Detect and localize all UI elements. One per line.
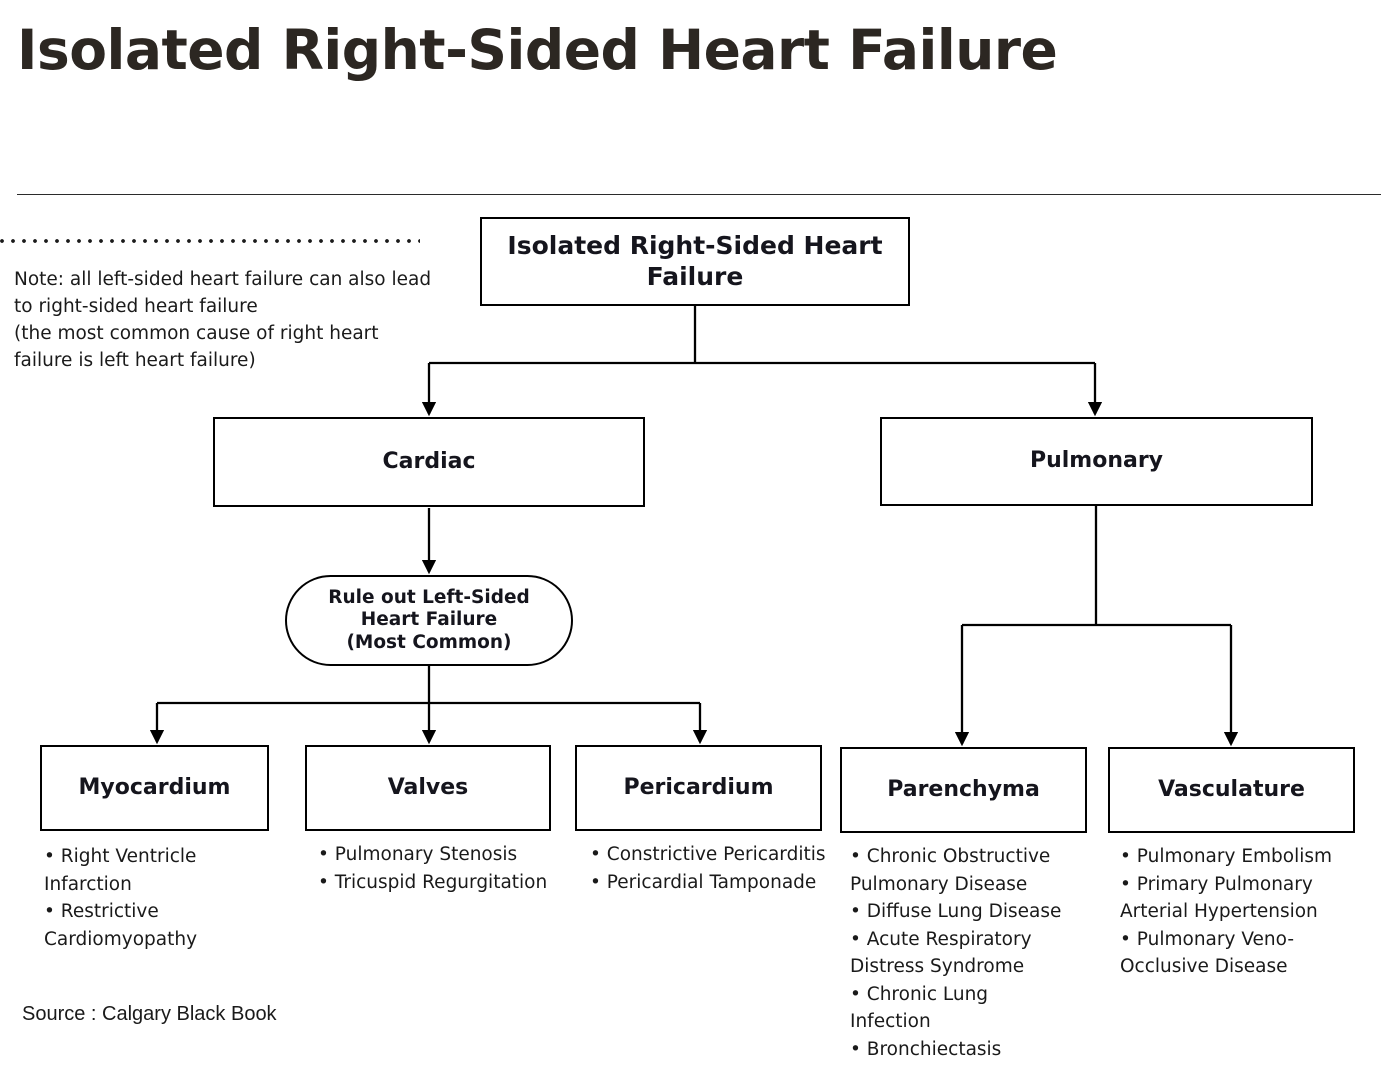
- node-label: Cardiac: [382, 448, 476, 474]
- bullet-line: • Right Ventricle: [44, 846, 197, 867]
- node-parenchyma[interactable]: Parenchyma: [840, 747, 1087, 833]
- node-valves[interactable]: Valves: [305, 745, 551, 831]
- bullet-list-pericardium: • Constrictive Pericarditis • Pericardia…: [590, 841, 840, 896]
- bullet-list-myocardium: • Right Ventricle Infarction • Restricti…: [44, 843, 294, 953]
- bullet-line: Distress Syndrome: [850, 956, 1025, 977]
- node-label-line: Heart Failure: [360, 609, 498, 631]
- bullet-line: • Restrictive: [44, 901, 159, 922]
- bullet-line: Occlusive Disease: [1120, 956, 1288, 977]
- note-line: (the most common cause of right heart: [14, 323, 379, 344]
- node-label: Valves: [387, 774, 469, 800]
- bullet-line: • Pulmonary Stenosis: [318, 844, 518, 865]
- node-label: Pericardium: [623, 774, 774, 800]
- node-label: Parenchyma: [887, 776, 1040, 802]
- node-isolated-right-sided-heart-failure[interactable]: Isolated Right-Sided Heart Failure: [480, 217, 910, 306]
- node-label: Myocardium: [78, 774, 231, 800]
- node-pericardium[interactable]: Pericardium: [575, 745, 822, 831]
- node-label: Isolated Right-Sided Heart Failure: [501, 231, 888, 292]
- bullet-list-parenchyma: • Chronic Obstructive Pulmonary Disease …: [850, 843, 1075, 1063]
- bullet-line: Pulmonary Disease: [850, 873, 1028, 895]
- bullet-line: Cardiomyopathy: [44, 928, 198, 950]
- bullet-line: • Pulmonary Embolism: [1120, 846, 1333, 867]
- node-vasculature[interactable]: Vasculature: [1108, 747, 1355, 833]
- source-attribution: Source : Calgary Black Book: [22, 1003, 277, 1025]
- bullet-line: • Acute Respiratory: [850, 928, 1032, 950]
- node-pulmonary[interactable]: Pulmonary: [880, 417, 1313, 506]
- note-line: Note: all left-sided heart failure can a…: [14, 269, 432, 290]
- bullet-line: • Bronchiectasis: [850, 1038, 1002, 1060]
- note-line: failure is left heart failure): [14, 350, 256, 371]
- bullet-line: • Tricuspid Regurgitation: [318, 871, 548, 893]
- bullet-line: • Pericardial Tamponade: [590, 871, 817, 893]
- bullet-list-vasculature: • Pulmonary Embolism • Primary Pulmonary…: [1120, 843, 1355, 981]
- bullet-line: • Chronic Lung: [850, 983, 989, 1005]
- bullet-line: • Constrictive Pericarditis: [590, 844, 826, 865]
- note-line: to right-sided heart failure: [14, 296, 258, 317]
- node-label: Pulmonary: [1029, 448, 1164, 474]
- node-label-line: (Most Common): [346, 631, 512, 653]
- bullet-line: • Chronic Obstructive: [850, 846, 1051, 867]
- bullet-list-valves: • Pulmonary Stenosis • Tricuspid Regurgi…: [318, 841, 578, 896]
- node-label-line: Isolated Right-Sided Heart: [507, 231, 883, 260]
- header-divider: [17, 194, 1381, 195]
- note-dotted-divider: [0, 238, 420, 244]
- bullet-line: • Diffuse Lung Disease: [850, 901, 1062, 922]
- node-cardiac[interactable]: Cardiac: [213, 417, 645, 507]
- node-label: Vasculature: [1158, 776, 1305, 802]
- bullet-line: Infarction: [44, 873, 132, 895]
- bullet-line: Arterial Hypertension: [1120, 901, 1318, 922]
- bullet-line: • Primary Pulmonary: [1120, 873, 1313, 895]
- note-text: Note: all left-sided heart failure can a…: [14, 266, 444, 374]
- bullet-line: Infection: [850, 1011, 931, 1032]
- node-rule-out-left-sided-heart-failure[interactable]: Rule out Left-Sided Heart Failure (Most …: [285, 575, 573, 666]
- bullet-line: • Pulmonary Veno-: [1120, 928, 1294, 950]
- node-label: Rule out Left-Sided Heart Failure (Most …: [322, 587, 536, 655]
- node-myocardium[interactable]: Myocardium: [40, 745, 269, 831]
- node-label-line: Failure: [646, 261, 744, 291]
- page-title: Isolated Right-Sided Heart Failure: [17, 18, 1058, 82]
- node-label-line: Rule out Left-Sided: [328, 586, 530, 608]
